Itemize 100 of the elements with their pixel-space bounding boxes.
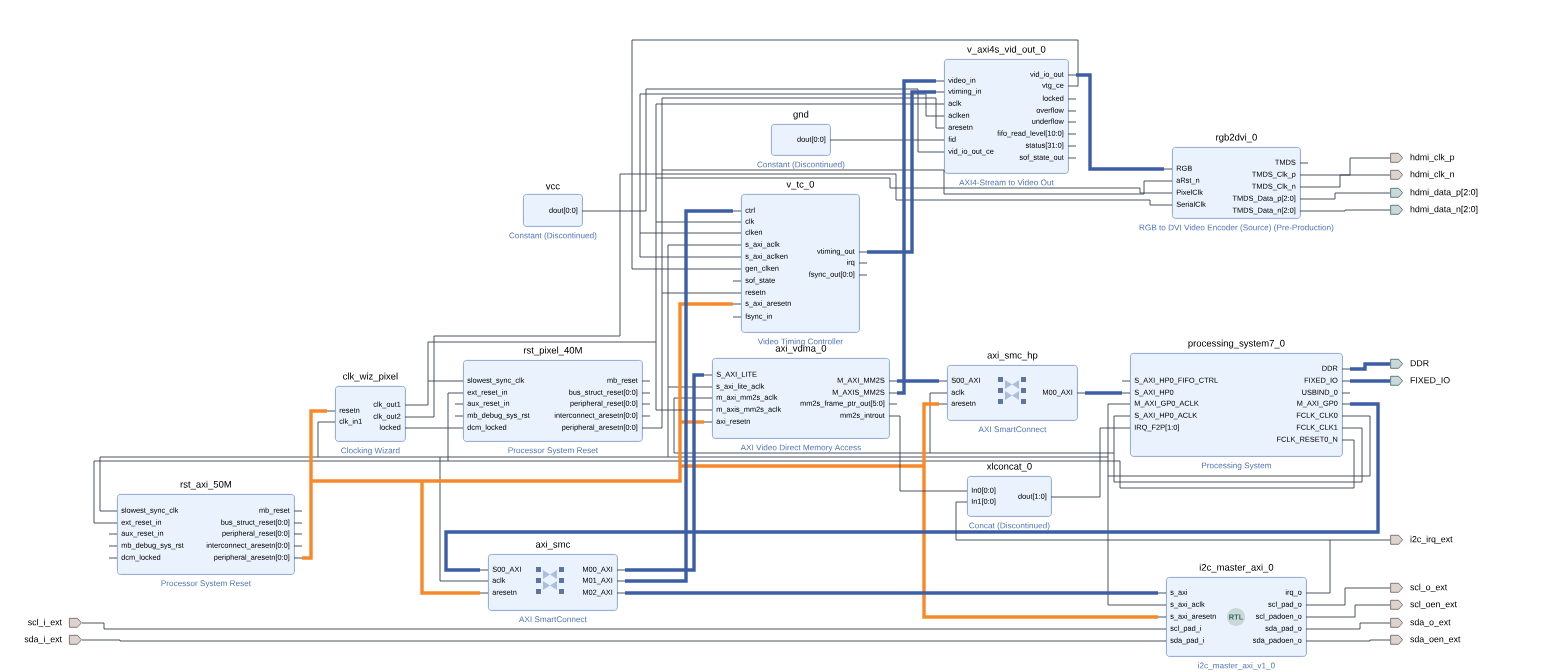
wire [1307, 192, 1391, 200]
node-label: Processor System Reset [508, 447, 598, 455]
wire [655, 177, 1165, 194]
node-label: processing_system7_0 [1188, 339, 1285, 349]
node-label: axi_smc [535, 540, 571, 550]
wire [1350, 379, 1390, 383]
node-label: hdmi_clk_p [1410, 153, 1455, 163]
wire [1313, 539, 1331, 594]
wire [678, 302, 733, 422]
node-label: rst_axi_50M [180, 480, 231, 490]
node-label: hdmi_clk_n [1410, 170, 1454, 179]
wire [639, 210, 641, 234]
wire [625, 591, 1158, 595]
wire [439, 456, 481, 582]
node-label: scl_oen_ext [1410, 600, 1457, 609]
wire [302, 481, 313, 560]
node-label: i2c_master_axi_v1_0 [1198, 662, 1275, 670]
input-port: sda_i_ext [24, 634, 82, 645]
node-label: hdmi_data_n[2:0] [1410, 205, 1478, 215]
wire [867, 90, 936, 254]
wire [447, 439, 1355, 489]
wire [661, 169, 1165, 195]
node-label: DDR [1410, 360, 1429, 367]
wire [661, 169, 663, 294]
node-label: Constant (Discontinued) [509, 232, 597, 240]
output-port: DDR [1390, 358, 1429, 369]
output-port: hdmi_data_p[2:0] [1390, 187, 1478, 198]
node-label: AXI SmartConnect [518, 616, 587, 623]
wire [929, 392, 940, 454]
wire [81, 639, 1159, 642]
node-label: hdmi_data_p[2:0] [1410, 188, 1478, 198]
wire [447, 392, 456, 462]
wire [427, 341, 657, 382]
wire [922, 466, 1158, 619]
wire [625, 209, 733, 583]
wire [837, 139, 937, 141]
wire [1107, 475, 1159, 606]
node-label: i2c_master_axi_0 [1199, 563, 1274, 573]
wire [1076, 73, 1164, 171]
wire [667, 456, 1109, 458]
node-label: v_tc_0 [786, 180, 815, 190]
node-label: xlconcat_0 [986, 462, 1032, 472]
wire [649, 292, 663, 429]
wire [631, 39, 1079, 270]
input-port: scl_i_ext [28, 617, 82, 628]
wire [420, 481, 480, 595]
output-port: FIXED_IO [1390, 375, 1450, 386]
node-label: Video Timing Controller [757, 338, 843, 346]
wire [680, 420, 704, 424]
output-port: hdmi_data_n[2:0] [1390, 204, 1478, 215]
wire [1313, 622, 1391, 630]
wire [439, 456, 669, 458]
wire [1313, 587, 1391, 606]
wire [655, 221, 734, 223]
node-label: axi_smc_hp [987, 351, 1038, 361]
wire [81, 622, 1159, 630]
wire [1350, 362, 1390, 371]
wire [93, 460, 449, 524]
node-label: FIXED_IO [1410, 377, 1450, 385]
output-port: sda_oen_ext [1390, 634, 1461, 645]
wire [1107, 456, 1109, 477]
wire [1329, 539, 1391, 541]
wire [317, 421, 328, 458]
node-label: scl_i_ext [28, 618, 62, 627]
output-port: hdmi_clk_p [1390, 152, 1455, 163]
wire [99, 456, 319, 512]
wire [897, 379, 939, 383]
wire [673, 397, 931, 454]
output-port: hdmi_clk_n [1390, 169, 1454, 180]
wire [661, 292, 734, 294]
node-label: AXI SmartConnect [978, 426, 1047, 433]
wire [667, 386, 705, 388]
wire [661, 97, 937, 171]
wire [1107, 415, 1371, 477]
node-label: Processing System [1202, 462, 1271, 470]
node-label: Constant (Discontinued) [757, 161, 845, 169]
node-label: vcc [545, 184, 560, 190]
wire [1085, 391, 1122, 395]
node-label: Concat (Discontinued) [969, 522, 1050, 530]
wire [897, 79, 936, 395]
wire [1113, 415, 1123, 454]
node-label: sda_oen_ext [1410, 635, 1461, 644]
wire [625, 373, 704, 572]
node-label: i2c_irq_ext [1410, 535, 1453, 545]
wire [1307, 157, 1391, 176]
node-label: AXI Video Direct Memory Access [740, 444, 861, 452]
wire [412, 173, 1165, 418]
node-label: Processor System Reset [161, 580, 251, 588]
wire [1107, 403, 1123, 458]
wire [1313, 639, 1391, 642]
wire [639, 232, 734, 234]
wire [311, 479, 422, 483]
wire [896, 415, 960, 492]
wire [655, 103, 937, 179]
node-label: rgb2dvi_0 [1216, 133, 1257, 143]
node-label: sda_i_ext [24, 635, 62, 644]
wire [922, 402, 939, 466]
wire [589, 210, 641, 212]
wire [639, 232, 734, 258]
output-port: scl_o_ext [1390, 582, 1448, 593]
